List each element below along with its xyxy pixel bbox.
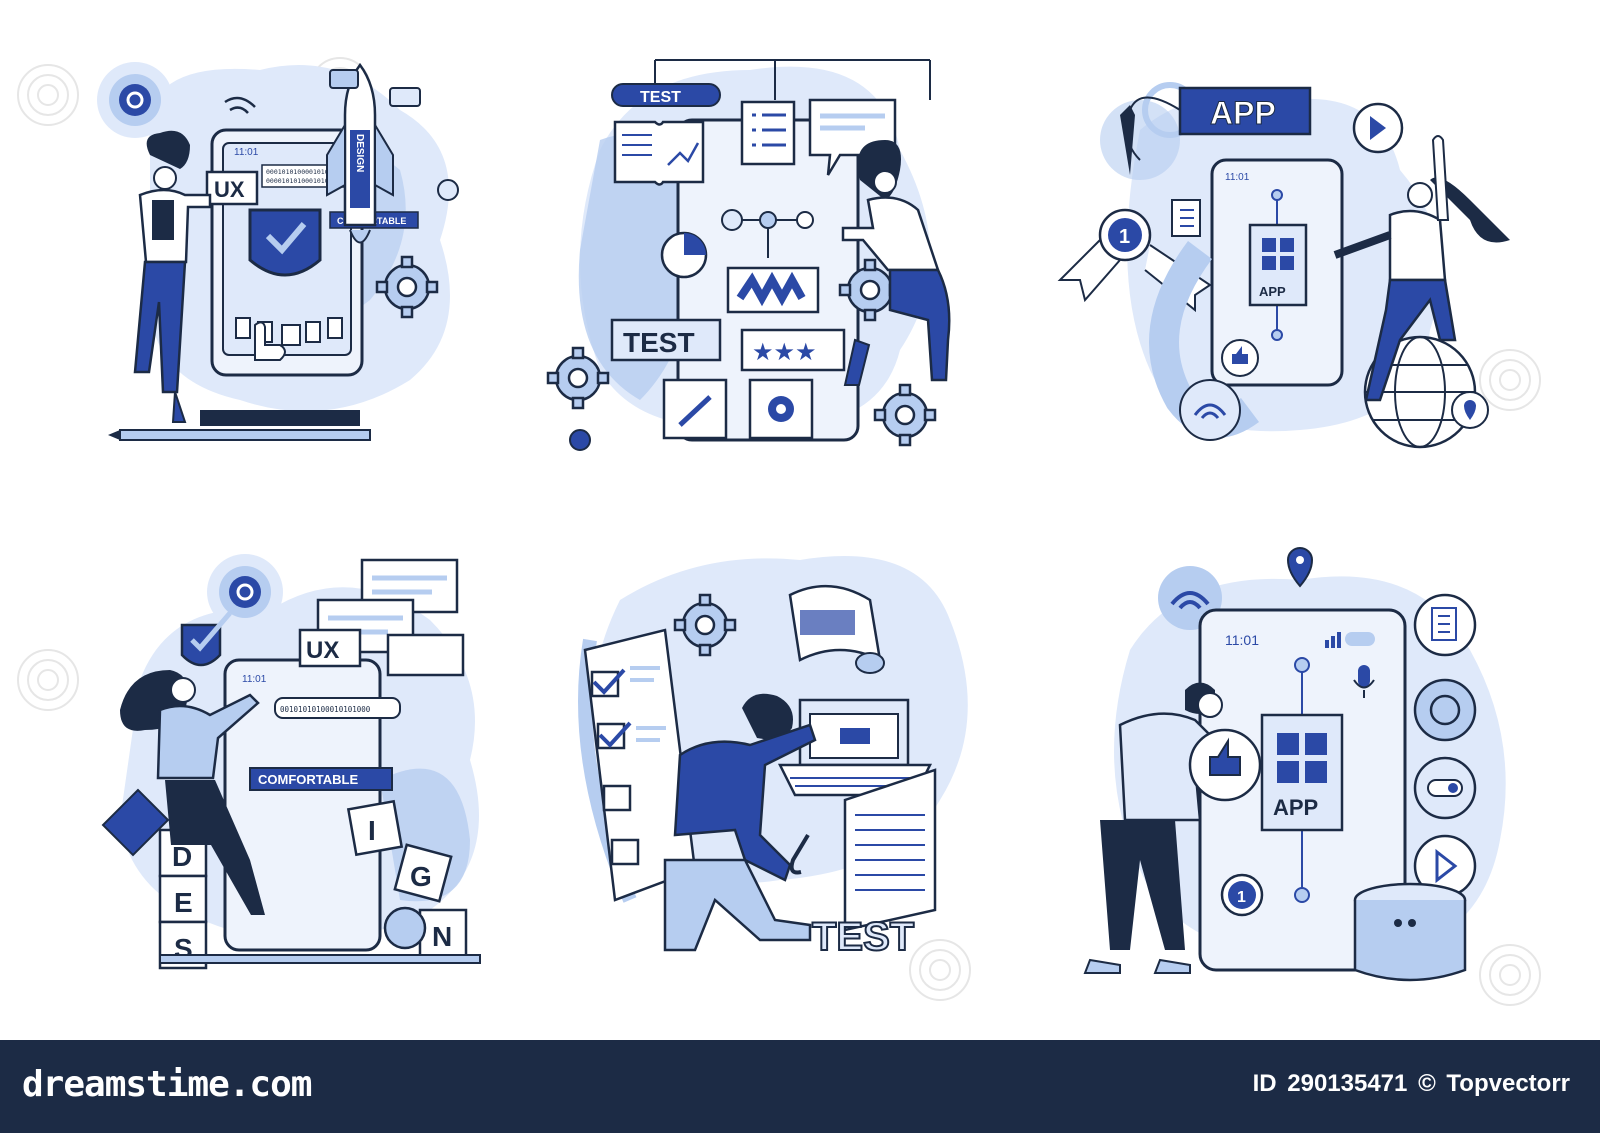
pencil-icon bbox=[108, 429, 371, 441]
svg-text:11:01: 11:01 bbox=[242, 674, 267, 685]
scene-mobile-app: 11:01 APP 1 bbox=[1083, 546, 1506, 982]
hand-pointer-icon bbox=[200, 321, 360, 426]
phone-clock: 11:01 bbox=[234, 147, 259, 158]
svg-text:N: N bbox=[432, 921, 452, 952]
star-badge-icon bbox=[383, 906, 427, 950]
test-tag: TEST bbox=[640, 89, 681, 106]
gear-icon bbox=[748, 378, 814, 440]
scene-testing: TEST TEST ★★★ bbox=[546, 59, 951, 451]
award-badge-icon: 1 bbox=[1220, 873, 1264, 917]
woman-figure bbox=[1333, 135, 1510, 402]
svg-text:1: 1 bbox=[1237, 889, 1246, 906]
document-scroll-icon bbox=[843, 768, 937, 932]
svg-text:00010101000010101: 00010101000010101 bbox=[266, 168, 333, 176]
letter-block: N bbox=[418, 908, 468, 958]
comfortable-tag: COMFORTABLE bbox=[258, 772, 358, 787]
folder-icon bbox=[101, 788, 170, 857]
thumbs-up-icon bbox=[1221, 339, 1259, 377]
phone: 11:01 APP bbox=[1210, 158, 1344, 387]
woman-figure bbox=[133, 130, 212, 423]
database-icon bbox=[1353, 882, 1467, 982]
printer-paper-icon bbox=[788, 584, 885, 674]
svg-text:1: 1 bbox=[1119, 226, 1130, 248]
brand-logo: dreamstime.com bbox=[22, 1064, 312, 1105]
star-icon: ★★★ bbox=[752, 339, 817, 366]
svg-text:00101010100010101000: 00101010100010101000 bbox=[280, 705, 371, 714]
award-ribbon-icon: 1 bbox=[1057, 208, 1212, 313]
checklist-icon bbox=[740, 100, 796, 166]
image-credit: ID 290135471 © Topvectorr bbox=[1249, 1070, 1570, 1098]
woman-figure bbox=[101, 670, 265, 915]
microphone-icon bbox=[1353, 665, 1375, 698]
location-pin-icon bbox=[1451, 391, 1489, 429]
pencil-icon bbox=[159, 954, 481, 964]
scene-ux-blocks: 11:01 UX 00101010100010101000 COMFORTABL… bbox=[101, 554, 481, 970]
location-pin-icon bbox=[1286, 546, 1314, 588]
ux-badge: UX bbox=[214, 177, 245, 202]
book-icon bbox=[613, 120, 705, 186]
letter-block: G bbox=[393, 843, 453, 903]
svg-text:I: I bbox=[368, 815, 376, 846]
gear-icon bbox=[873, 383, 937, 447]
svg-text:DESIGN: DESIGN bbox=[354, 134, 365, 172]
target-icon bbox=[207, 554, 283, 630]
side-icon-column bbox=[1353, 593, 1477, 982]
phone: 11:01 APP 1 bbox=[1198, 608, 1407, 972]
rocket-icon: DESIGN bbox=[326, 62, 394, 244]
letter-block: E bbox=[158, 874, 208, 924]
id-label: ID bbox=[1252, 1070, 1277, 1097]
illustrations: 11:01 00010101000010101 0000101010001010… bbox=[17, 57, 1541, 1006]
scene-app-development: APP 11:01 APP 1 bbox=[1057, 82, 1510, 449]
test-sign: TEST bbox=[623, 327, 695, 358]
id-value: 290135471 bbox=[1287, 1070, 1408, 1097]
svg-text:00001010100010101: 00001010100010101 bbox=[266, 177, 333, 185]
app-tag: APP bbox=[1210, 95, 1276, 131]
notebook-icon bbox=[1413, 593, 1477, 657]
wrench-icon bbox=[662, 378, 728, 440]
wifi-icon bbox=[224, 96, 256, 114]
target-icon bbox=[97, 62, 173, 138]
chat-bubble-icon bbox=[808, 98, 897, 176]
svg-text:E: E bbox=[174, 887, 193, 918]
toggle-icon bbox=[1413, 756, 1477, 820]
svg-text:G: G bbox=[410, 861, 432, 892]
ux-badge: UX bbox=[306, 637, 339, 664]
svg-text:APP: APP bbox=[1273, 795, 1318, 820]
rating-stars: ★★★ bbox=[740, 328, 846, 372]
woman-figure bbox=[841, 140, 951, 386]
letter-block: I bbox=[346, 799, 404, 857]
notebook-icon bbox=[1171, 199, 1201, 237]
refresh-icon bbox=[1413, 678, 1477, 742]
phone-clock: 11:01 bbox=[1225, 172, 1250, 183]
test-sign: TEST bbox=[812, 915, 914, 959]
play-icon bbox=[1352, 102, 1404, 154]
wrench-icon bbox=[789, 833, 810, 875]
chat-bubble-icon bbox=[329, 69, 421, 107]
checklist-icon bbox=[583, 628, 697, 902]
author-name: Topvectorr bbox=[1446, 1070, 1570, 1097]
phone-clock: 11:01 bbox=[1225, 632, 1259, 648]
man-figure bbox=[1083, 682, 1262, 974]
illustration-stage: 11:01 00010101000010101 0000101010001010… bbox=[17, 57, 1541, 1006]
scene-repair: TEST bbox=[578, 556, 968, 960]
svg-text:APP: APP bbox=[1259, 284, 1286, 299]
man-figure bbox=[663, 693, 817, 952]
copyright-symbol: © bbox=[1418, 1070, 1436, 1097]
scene-ux-design: 11:01 00010101000010101 0000101010001010… bbox=[97, 62, 459, 441]
watermark-footer: dreamstime.com ID 290135471 © Topvectorr bbox=[0, 1040, 1600, 1133]
thumbs-up-icon bbox=[1188, 728, 1262, 802]
svg-text:D: D bbox=[172, 841, 192, 872]
wifi-icon bbox=[1179, 379, 1241, 441]
pen-icon bbox=[1120, 105, 1135, 175]
